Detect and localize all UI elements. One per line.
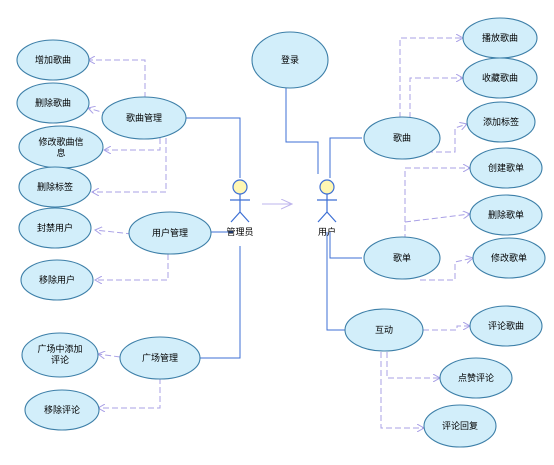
dep-plaza-mgmt-remove-comment [98,378,161,408]
actor-user-label: 用户 [318,226,336,238]
dep-song-mgmt-edit-info [104,138,161,150]
use-case-ban-user-label: 封禁用户 [37,222,73,234]
dep-playlist-create [404,168,470,240]
use-case-delete-tag[interactable]: 删除标签 [18,166,92,208]
use-case-interaction[interactable]: 互动 [344,308,424,352]
use-case-edit-song-info[interactable]: 修改歌曲信 息 [18,125,104,169]
actor-admin[interactable]: 管理员 [226,179,254,238]
dep-song-play [399,38,463,118]
use-case-delete-tag-label: 删除标签 [37,181,73,193]
assoc-user-song [329,137,362,178]
actor-admin-label: 管理员 [226,226,253,238]
use-case-ban-user[interactable]: 封禁用户 [18,207,92,249]
use-case-add-tag-label: 添加标签 [483,116,519,128]
dep-interaction-like [386,352,440,378]
use-case-add-tag[interactable]: 添加标签 [466,101,536,143]
use-case-login[interactable]: 登录 [251,31,329,89]
use-case-comment-song-label: 评论歌曲 [488,320,524,332]
assoc-login-user [285,84,319,174]
dependency-lines [88,38,473,428]
use-case-reply-comment[interactable]: 评论回复 [423,404,497,448]
use-case-delete-song-label: 删除歌曲 [35,97,71,109]
assoc-admin-plaza-management [200,246,241,359]
use-case-add-song-label: 增加歌曲 [35,54,71,66]
use-case-play-song-label: 播放歌曲 [482,32,518,44]
use-case-delete-playlist-label: 删除歌单 [488,209,524,221]
assoc-user-playlist [329,232,362,259]
use-case-remove-comment-label: 移除评论 [44,404,80,416]
use-case-edit-song-info-label-2: 息 [56,147,65,159]
dep-interaction-comment-song [423,326,470,331]
use-case-create-playlist-label: 创建歌单 [488,162,524,174]
association-lines [186,84,362,359]
use-case-like-comment-label: 点赞评论 [458,372,494,384]
use-case-comment-song[interactable]: 评论歌曲 [469,305,543,347]
actor-user-head [319,179,335,195]
assoc-admin-song-management [186,117,241,178]
actor-user[interactable]: 用户 [317,179,337,238]
use-case-user-management-label: 用户管理 [152,227,188,239]
use-case-remove-comment[interactable]: 移除评论 [24,389,100,431]
dep-user-mgmt-ban [95,230,133,234]
use-case-song[interactable]: 歌曲 [363,116,441,160]
dep-song-add-tag [418,124,467,153]
dep-song-favorite [409,78,463,118]
use-case-edit-playlist-label: 修改歌单 [491,252,527,264]
use-case-add-plaza-comment[interactable]: 广场中添加 评论 [21,332,99,378]
use-case-user-management[interactable]: 用户管理 [128,211,212,255]
actor-admin-head [232,179,248,195]
use-case-favorite-song-label: 收藏歌曲 [482,72,518,84]
use-case-play-song[interactable]: 播放歌曲 [462,17,538,59]
use-case-playlist[interactable]: 歌单 [363,236,441,280]
use-case-add-plaza-comment-label-1: 广场中添加 [37,343,82,355]
dep-plaza-mgmt-add-comment [98,354,121,357]
use-case-song-management-label: 歌曲管理 [126,112,162,124]
use-case-add-song[interactable]: 增加歌曲 [16,39,90,81]
use-case-plaza-management-label: 广场管理 [142,352,178,364]
use-case-song-management[interactable]: 歌曲管理 [101,96,187,140]
dep-song-mgmt-delete-tag [92,138,167,192]
dep-user-mgmt-remove [95,254,169,280]
dep-song-mgmt-add-song [88,60,146,98]
use-case-reply-comment-label: 评论回复 [442,420,478,432]
use-case-favorite-song[interactable]: 收藏歌曲 [462,57,538,99]
use-case-playlist-label: 歌单 [393,252,411,264]
use-case-plaza-management[interactable]: 广场管理 [119,336,201,380]
use-case-song-label: 歌曲 [393,132,411,144]
assoc-user-interaction [326,232,345,331]
use-case-interaction-label: 互动 [375,325,393,336]
use-case-remove-user[interactable]: 移除用户 [20,259,94,301]
use-case-like-comment[interactable]: 点赞评论 [439,357,513,399]
use-case-create-playlist[interactable]: 创建歌单 [469,147,543,189]
use-case-edit-playlist[interactable]: 修改歌单 [472,237,546,279]
use-case-delete-song[interactable]: 删除歌曲 [16,82,90,124]
use-case-add-plaza-comment-label-2: 评论 [51,354,69,366]
dep-playlist-delete [404,214,470,223]
use-case-edit-song-info-label-1: 修改歌曲信 [38,136,83,148]
use-case-remove-user-label: 移除用户 [39,274,75,286]
use-case-delete-playlist[interactable]: 删除歌单 [469,194,543,236]
dep-interaction-reply [380,352,424,428]
use-case-login-label: 登录 [281,55,299,66]
